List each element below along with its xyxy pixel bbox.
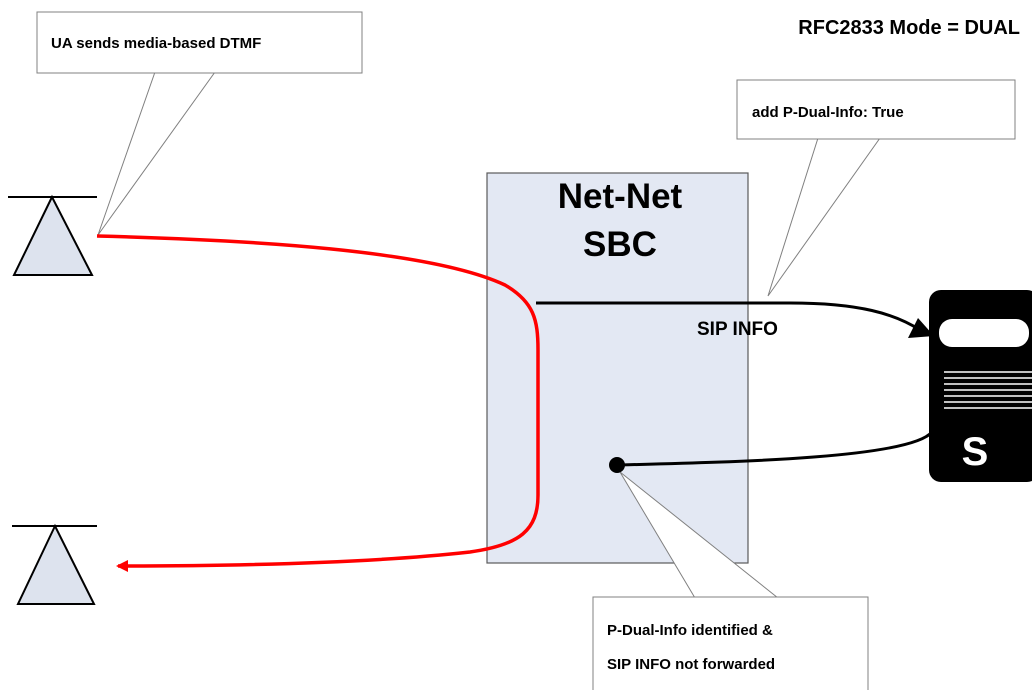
server-vent-lines bbox=[944, 371, 1032, 409]
server-return-signal-path bbox=[617, 430, 934, 467]
server-icon: S bbox=[929, 290, 1032, 482]
sbc-box-group: Net-Net SBC bbox=[486, 172, 749, 564]
user-agent-top bbox=[8, 194, 97, 276]
callout-ua-sends-box bbox=[36, 11, 363, 74]
callout-add-header: add P-Dual-Info: True bbox=[736, 79, 1016, 297]
callout-identified-text-line1: P-Dual-Info identified & bbox=[607, 622, 773, 639]
callout-add-header-pointer bbox=[767, 137, 881, 297]
sip-info-label: SIP INFO bbox=[697, 319, 778, 340]
antenna-triangle-icon bbox=[12, 194, 94, 276]
callout-ua-sends-text: UA sends media-based DTMF bbox=[51, 35, 261, 52]
callout-ua-sends: UA sends media-based DTMF bbox=[36, 11, 363, 236]
callout-identified: P-Dual-Info identified & SIP INFO not fo… bbox=[592, 471, 869, 690]
signal-endpoint-dot bbox=[609, 457, 625, 473]
callout-add-header-text: add P-Dual-Info: True bbox=[752, 104, 904, 121]
media-dtmf-path bbox=[96, 234, 540, 572]
callout-identified-box bbox=[592, 596, 869, 690]
server-letter: S bbox=[962, 430, 989, 474]
callout-identified-text-line2: SIP INFO not forwarded bbox=[607, 656, 775, 673]
callout-add-header-box bbox=[736, 79, 1016, 140]
user-agent-bottom bbox=[12, 523, 97, 605]
sip-info-signal-path bbox=[536, 301, 921, 332]
server-slot bbox=[939, 319, 1029, 347]
antenna-triangle-icon bbox=[16, 523, 96, 605]
sbc-title-line2: SBC bbox=[583, 225, 657, 264]
sbc-title-line1: Net-Net bbox=[558, 177, 683, 216]
callout-ua-sends-pointer bbox=[97, 71, 216, 236]
sbc-box bbox=[486, 172, 749, 564]
sip-info-arrowhead bbox=[908, 318, 934, 338]
rfc2833-mode-label: RFC2833 Mode = DUAL bbox=[798, 17, 1020, 39]
